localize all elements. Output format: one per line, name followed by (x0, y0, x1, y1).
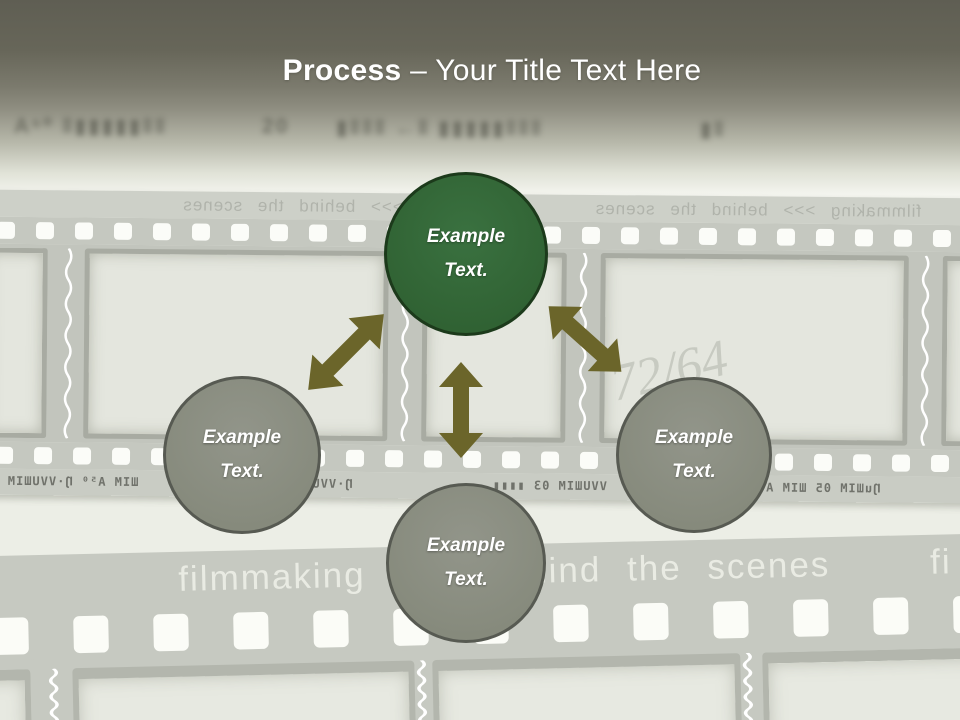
node-label-line: Example (426, 535, 506, 556)
node-label-line: Text. (444, 569, 488, 590)
zigzag-divider-icon (48, 668, 60, 720)
film-strip-lower: filmmaking >>> behind the scenes fi (0, 533, 960, 720)
process-node-bottom[interactable]: Example Text. (386, 483, 546, 643)
process-node-right[interactable]: Example Text. (616, 377, 772, 533)
slide-title: Process – Your Title Text Here (0, 54, 960, 88)
film-edge-code: ШIM A⁵⁰ Ŋ·VVUШIM (6, 473, 139, 489)
film-frame (72, 660, 417, 720)
film-edge-code: ŊuШIM 05 ШIM A⁵⁰ (748, 480, 881, 496)
process-node-top[interactable]: Example Text. (384, 172, 548, 336)
node-label-line: Text. (444, 260, 488, 281)
node-label-line: Text. (672, 461, 716, 482)
blur-code: 20 (261, 114, 290, 139)
slide-title-rest: – Your Title Text Here (401, 54, 702, 87)
node-label-line: Example (426, 226, 506, 247)
blurred-film-edge-band: A⁵⁰ ǁ▮▮▮▮▮ǁǁ 20 ▮ǁǁǁ ←ǁ ▮▮▮▮▮ǁǁǁ ▮ǁ (0, 109, 960, 150)
film-frame (0, 247, 48, 439)
film-frame (941, 256, 960, 447)
zigzag-divider-icon (920, 255, 930, 446)
film-edge-code: VVUШIM 03 ▮▮▮▮ (491, 478, 608, 494)
film-frames-lower (0, 637, 960, 720)
zigzag-divider-icon (742, 652, 754, 720)
slide-title-emphasis: Process (282, 54, 402, 87)
zigzag-divider-icon (63, 248, 73, 439)
node-label-line: Text. (220, 461, 264, 482)
process-node-left[interactable]: Example Text. (163, 376, 321, 534)
node-label-line: Example (202, 427, 282, 448)
node-label-line: Example (654, 427, 734, 448)
film-frame (432, 653, 743, 720)
blur-code: A⁵⁰ ǁ▮▮▮▮▮ǁǁ (13, 114, 168, 139)
zigzag-divider-icon (578, 252, 588, 443)
film-frame (0, 669, 33, 720)
zigzag-divider-icon (416, 660, 428, 720)
blur-code: ▮ǁ (699, 118, 727, 142)
blur-code: ▮ǁǁǁ ←ǁ ▮▮▮▮▮ǁǁǁ (335, 116, 544, 141)
film-frame (762, 647, 960, 720)
